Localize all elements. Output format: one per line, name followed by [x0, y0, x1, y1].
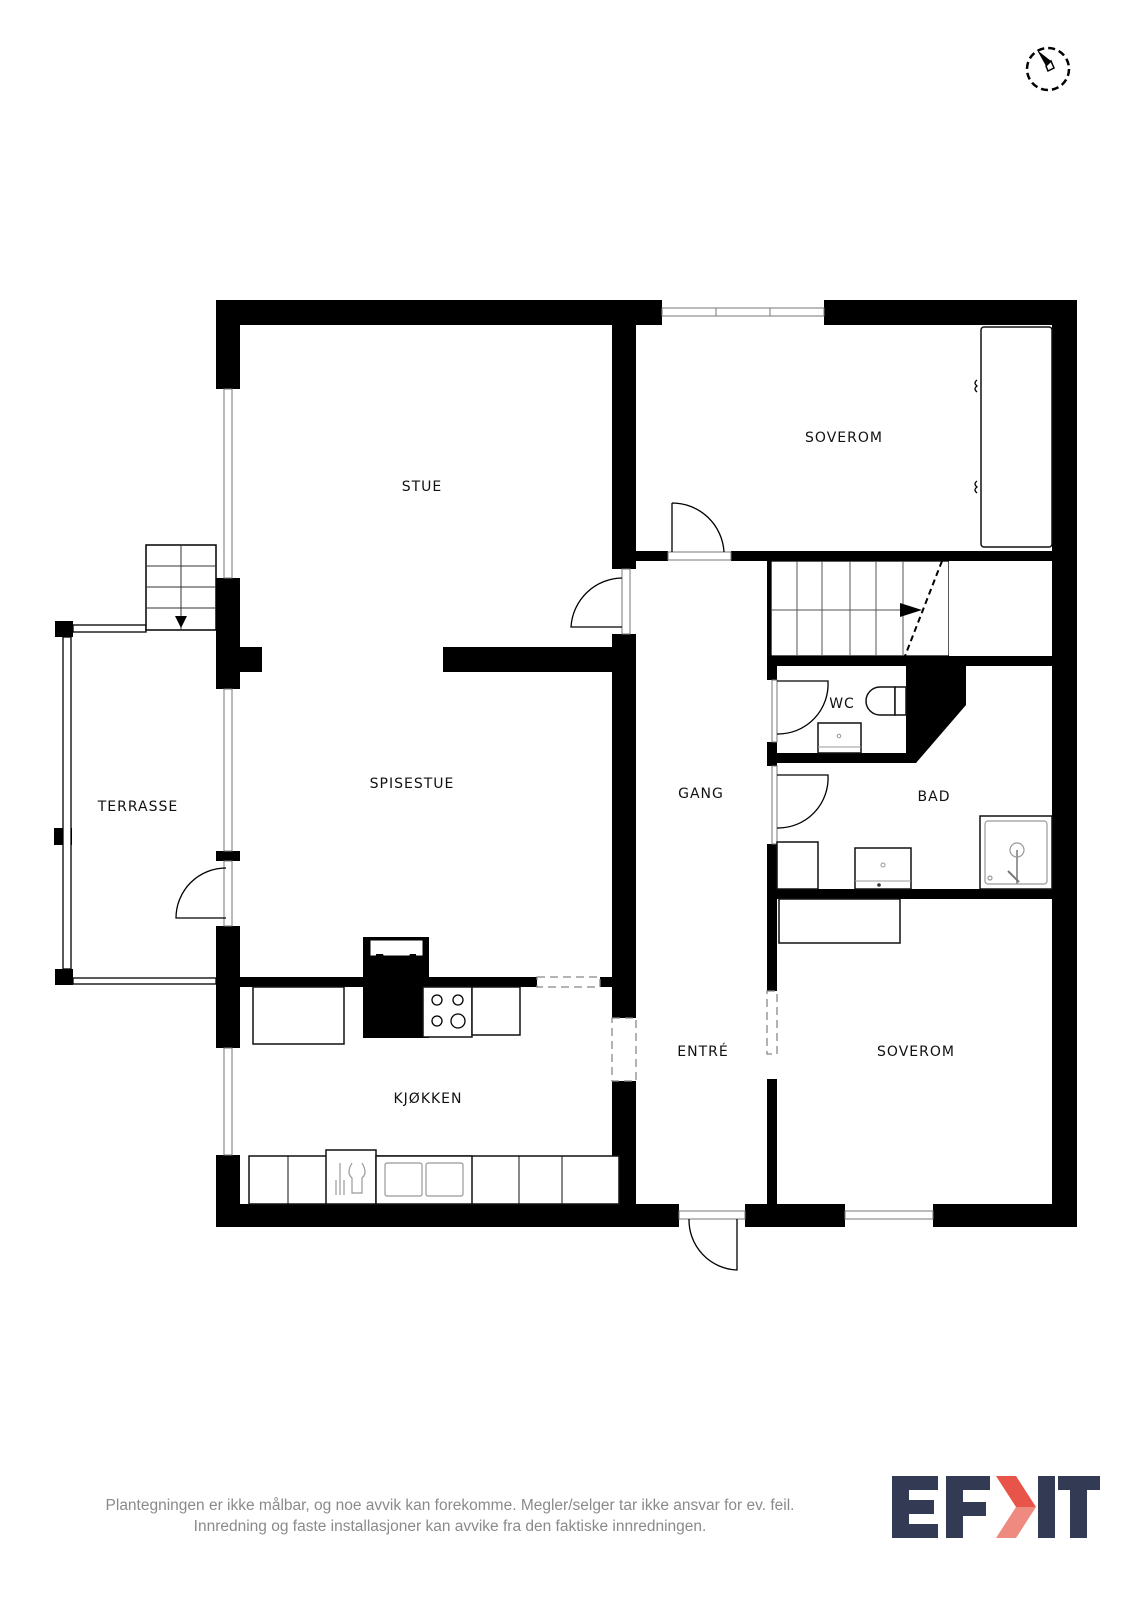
efkit-logo	[892, 1476, 1100, 1538]
doors	[175, 502, 829, 1271]
north-arrow-icon	[1025, 46, 1071, 92]
terrace	[54, 544, 217, 985]
room-label-wc: WC	[829, 696, 855, 712]
room-label-entre: ENTRÉ	[677, 1043, 728, 1060]
room-label-stue: STUE	[402, 479, 443, 495]
room-label-soverom-1: SOVEROM	[805, 430, 883, 446]
room-label-bad: BAD	[918, 789, 951, 805]
disclaimer: Plantegningen er ikke målbar, og noe avv…	[30, 1495, 870, 1537]
fixtures	[248, 326, 1053, 1205]
walls	[216, 300, 1077, 1227]
openings	[536, 976, 778, 1082]
room-label-soverom-2: SOVEROM	[877, 1044, 955, 1060]
room-label-gang: GANG	[678, 786, 724, 802]
room-label-terrasse: TERRASSE	[97, 799, 178, 815]
windows	[223, 307, 934, 1220]
disclaimer-line-2: Innredning og faste installasjoner kan a…	[193, 1518, 707, 1535]
room-labels: STUE SPISESTUE TERRASSE KJØKKEN GANG ENT…	[97, 430, 955, 1107]
room-label-spisestue: SPISESTUE	[370, 776, 455, 792]
interior-stairs	[770, 560, 1052, 657]
room-label-kjokken: KJØKKEN	[393, 1091, 462, 1107]
disclaimer-line-1: Plantegningen er ikke målbar, og noe avv…	[105, 1497, 795, 1514]
